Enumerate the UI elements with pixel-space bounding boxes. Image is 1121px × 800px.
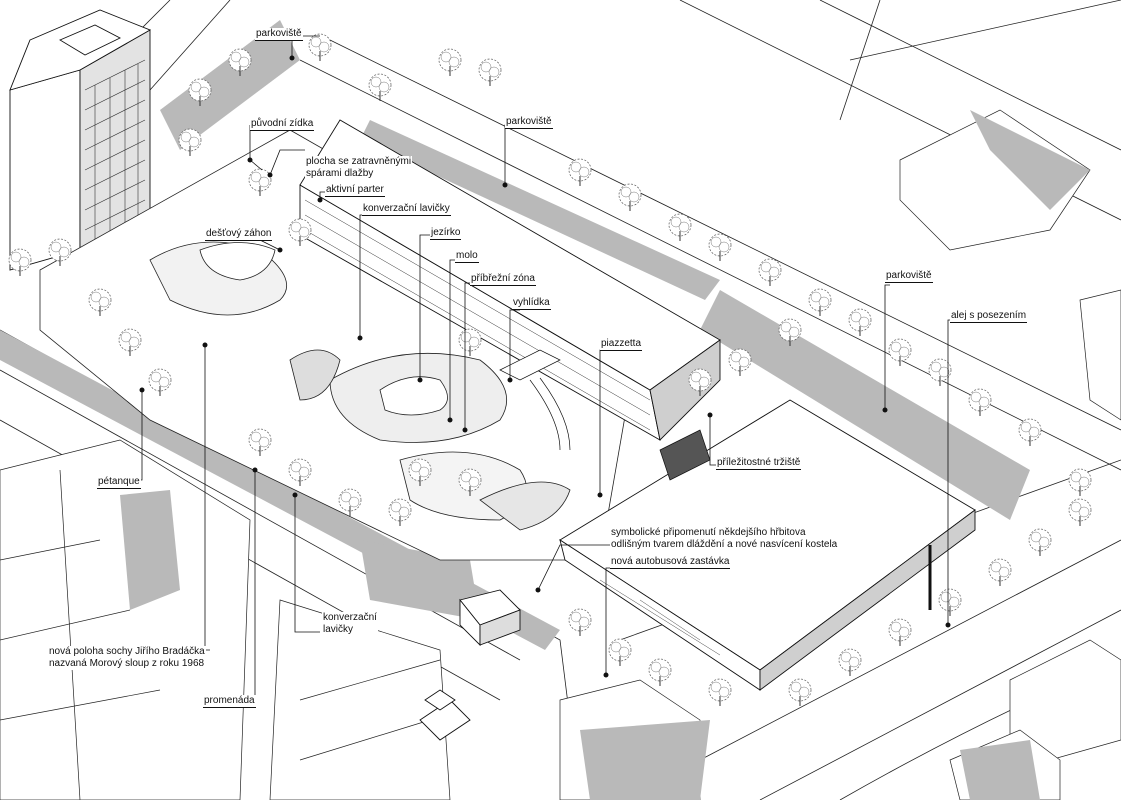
- label-jezirko: jezírko: [430, 227, 462, 240]
- label-nova-autobusova-zastavka: nová autobusová zastávka: [610, 556, 731, 569]
- label-vyhlidka: vyhlídka: [512, 297, 551, 310]
- label-parkoviste-top: parkoviště: [255, 28, 303, 41]
- label-symbolicke-pripomenuti: symbolické připomenutí někdejšího hřbito…: [610, 527, 839, 551]
- label-destovy-zahon: dešťový záhon: [205, 228, 273, 241]
- kiosk: [419, 589, 521, 741]
- structures: [499, 349, 932, 610]
- label-puvodni-zidka: původní zídka: [250, 118, 315, 131]
- label-prilezitostne-trziste: příležitostné tržiště: [716, 457, 802, 470]
- label-konverzacni-lavicky-top: konverzační lavičky: [362, 203, 451, 216]
- label-parkoviste-right: parkoviště: [885, 270, 933, 283]
- label-alej-s-posezenim: alej s posezením: [950, 310, 1028, 323]
- leader-dots: [139, 55, 951, 678]
- label-parkoviste-mid: parkoviště: [505, 116, 553, 129]
- label-nova-poloha-sochy: nová poloha sochy Jiřího Bradáčka nazvan…: [48, 646, 206, 670]
- label-piazzetta: piazzetta: [600, 338, 643, 351]
- label-promenada: promenáda: [203, 695, 256, 708]
- label-molo: molo: [455, 250, 479, 263]
- label-petanque: pétanque: [97, 476, 141, 489]
- label-prirezni-zona: příbřežní zóna: [470, 273, 536, 286]
- label-konverzacni-lavicky-bottom: konverzační lavičky: [322, 612, 378, 636]
- label-aktivni-parter: aktivní parter: [325, 184, 385, 197]
- residential-tower: [9, 9, 152, 271]
- slab-building: [299, 119, 721, 441]
- park-terrain: [39, 129, 641, 561]
- label-plocha-zatravnenymi: plocha se zatravněnými spárami dlažby: [305, 156, 413, 180]
